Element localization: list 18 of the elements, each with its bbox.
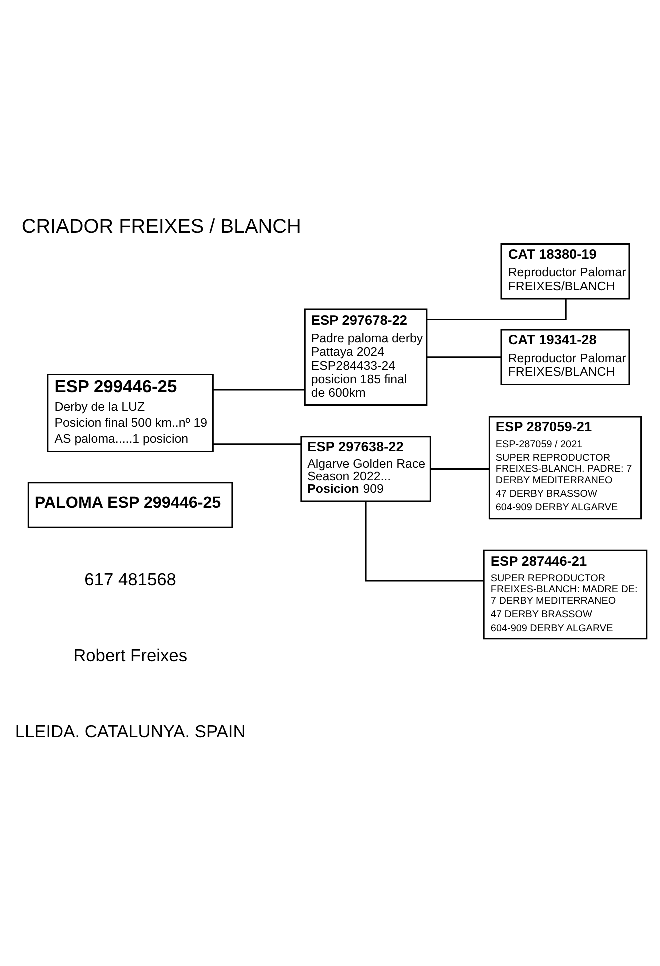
node-box: CAT 19341-28 Reproductor Palomar FREIXES/BLANCH xyxy=(500,328,630,385)
connector xyxy=(426,356,502,358)
node-box: ESP 299446-25 Derby de la LUZ Posicion final 500 km..nº 19 AS paloma.....1 posicion xyxy=(47,374,214,452)
diagram-title: CRIADOR FREIXES / BLANCH xyxy=(22,215,302,238)
node-box: PALOMA ESP 299446-25 xyxy=(28,482,234,528)
label: Robert Freixes xyxy=(74,644,188,665)
connector xyxy=(213,388,306,390)
connector xyxy=(365,501,484,582)
node-box: ESP 287446-21 SUPER REPRODUCTOR FREIXES-BLANCH: MADRE DE: 7 DERBY MEDITERRANEO 47 DERBY BRASSOW 604-909 DERBY ALGARVE xyxy=(483,549,648,640)
node-box: ESP 297678-22 Padre paloma derby Pattaya 2024 ESP284433-24 posicion 185 final de 600km xyxy=(304,308,428,406)
label: 617 481568 xyxy=(84,569,176,590)
node-box: CAT 18380-19 Reproductor Palomar FREIXES/BLANCH xyxy=(500,243,630,300)
node-box: ESP 287059-21 ESP-287059 / 2021 SUPER REPRODUCTOR FREIXES-BLANCH. PADRE: 7 DERBY MEDITERRANEO 47 DERBY BRASSOW 604-909 DERBY ALGARVE xyxy=(488,416,642,520)
node-box: ESP 297638-22 Algarve Golden Race Season 2022... Posicion 909 xyxy=(300,436,432,502)
connector xyxy=(427,298,567,320)
connector xyxy=(430,468,490,470)
connector xyxy=(213,443,302,445)
label: LLEIDA. CATALUNYA. SPAIN xyxy=(15,720,246,741)
